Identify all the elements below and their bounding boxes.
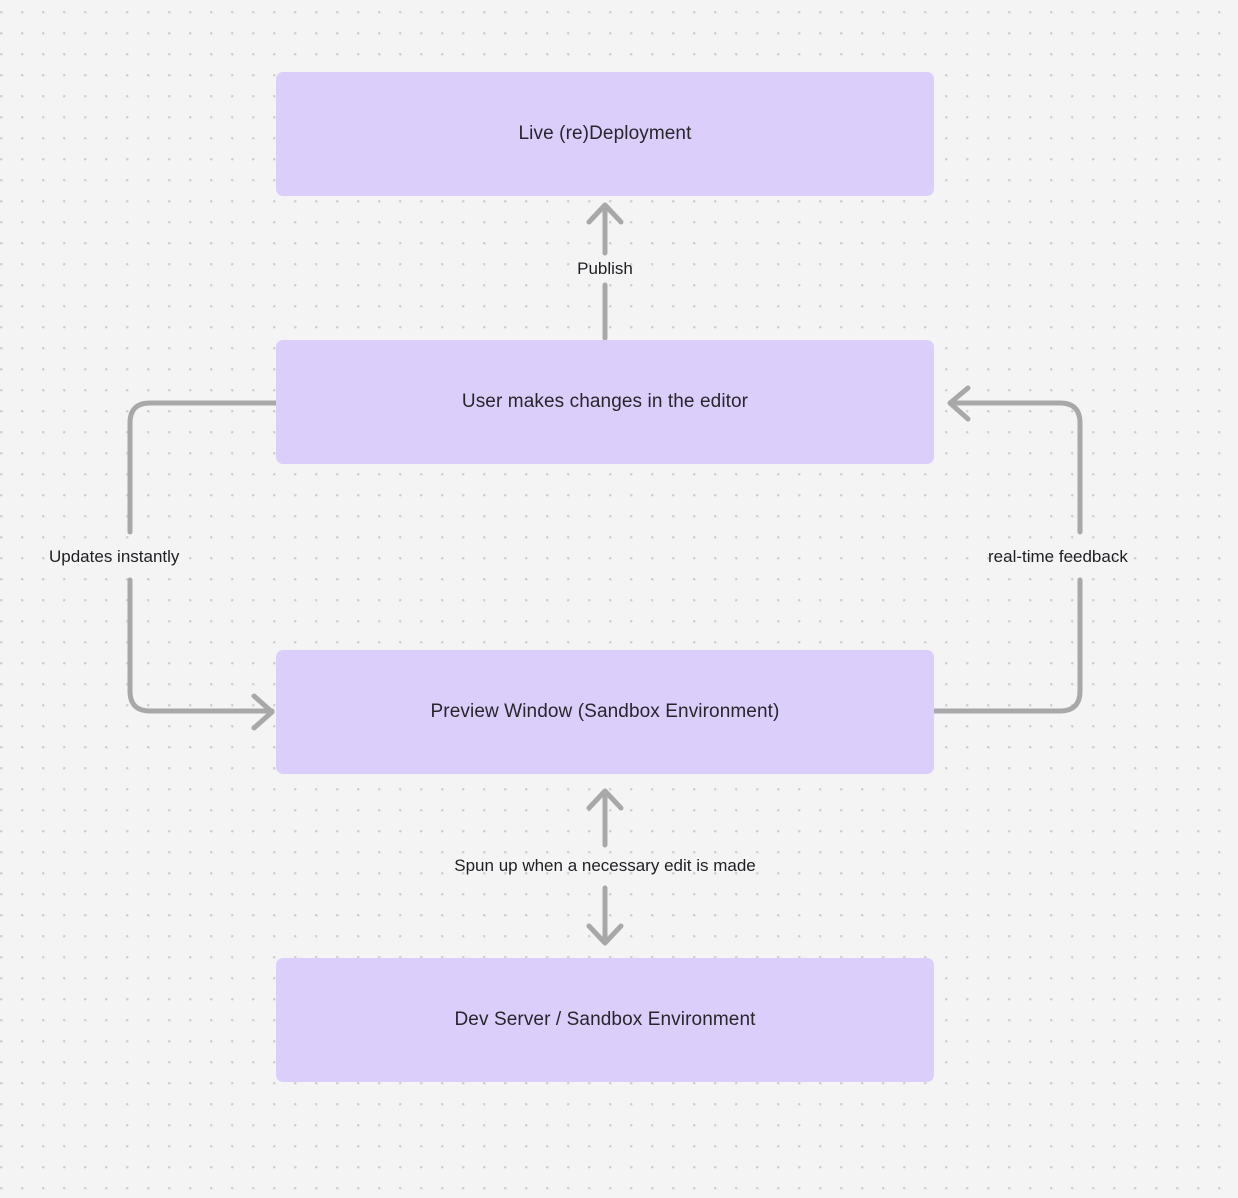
node-user-edits[interactable]: User makes changes in the editor	[276, 340, 934, 464]
node-dev-server-label: Dev Server / Sandbox Environment	[454, 1009, 756, 1030]
edge-label-spun-up: Spun up when a necessary edit is made	[454, 856, 756, 875]
edge-label-updates-instantly: Updates instantly	[49, 547, 180, 566]
edge-label-real-time-feedback: real-time feedback	[988, 547, 1128, 566]
node-dev-server[interactable]: Dev Server / Sandbox Environment	[276, 958, 934, 1082]
node-live-deployment-label: Live (re)Deployment	[518, 123, 692, 144]
node-preview-window[interactable]: Preview Window (Sandbox Environment)	[276, 650, 934, 774]
edge-label-publish: Publish	[577, 259, 633, 278]
node-preview-window-label: Preview Window (Sandbox Environment)	[430, 701, 780, 722]
node-user-edits-label: User makes changes in the editor	[461, 391, 749, 412]
node-live-deployment[interactable]: Live (re)Deployment	[276, 72, 934, 196]
